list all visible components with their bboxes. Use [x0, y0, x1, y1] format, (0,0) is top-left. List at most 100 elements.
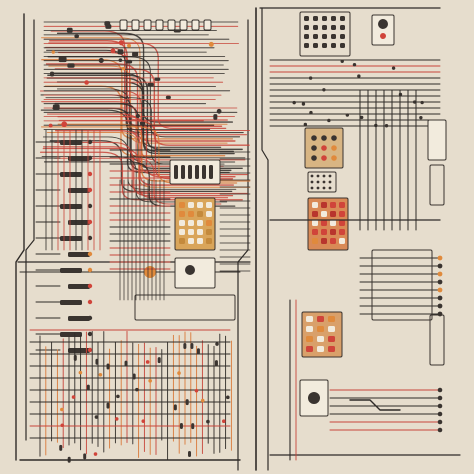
right-dot	[359, 115, 364, 120]
left-component	[68, 316, 90, 321]
br-chip-cell	[328, 336, 335, 342]
right-rail	[429, 164, 445, 206]
bus-dot	[148, 379, 152, 383]
wire-trace	[15, 13, 25, 461]
bus-dot	[200, 398, 205, 403]
left-dot	[87, 267, 93, 273]
top-connector	[155, 19, 164, 31]
right-dot	[357, 74, 361, 78]
right-dot	[301, 102, 306, 106]
center-panel	[109, 149, 251, 321]
chip-cell	[188, 211, 194, 217]
cluster-cell	[321, 211, 327, 217]
cluster-cell	[330, 238, 336, 244]
keypad-key	[322, 34, 327, 39]
mid-led	[331, 145, 337, 151]
chip-cell	[197, 202, 203, 208]
bus-component	[183, 342, 187, 349]
cluster-cell	[321, 202, 327, 208]
left-dot	[87, 219, 93, 225]
harness-wire	[56, 81, 235, 155]
br-frame	[371, 249, 433, 321]
cluster-cell	[330, 220, 336, 226]
component-block	[74, 34, 79, 39]
left-component	[60, 204, 82, 209]
br-terminal	[437, 271, 443, 277]
bus-component	[185, 399, 189, 406]
bus-component	[191, 423, 195, 430]
bus-dot	[141, 419, 146, 423]
harness-wire	[49, 140, 233, 193]
mid-led	[321, 155, 327, 161]
keypad-key	[331, 16, 336, 21]
br-end	[437, 419, 443, 425]
br-chip-cell	[306, 326, 313, 332]
br-loop	[349, 399, 401, 411]
grid-dot	[322, 174, 326, 178]
left-dot	[87, 235, 93, 241]
cluster-cell	[312, 202, 318, 208]
br-chip-cell	[328, 346, 335, 352]
bus-component	[179, 422, 183, 429]
grid-dot	[322, 186, 326, 190]
right-dot	[292, 100, 296, 105]
bus-component	[188, 450, 192, 457]
br-chip-cell	[317, 316, 324, 322]
br-terminal	[437, 287, 443, 293]
br-terminal	[437, 295, 443, 301]
component-dot	[118, 58, 123, 63]
bus-dot	[60, 407, 64, 412]
grid-dot	[316, 186, 320, 190]
br-chip-cell	[306, 336, 313, 342]
component-dot	[51, 50, 55, 54]
grid-dot	[310, 174, 314, 178]
top-connector	[191, 19, 200, 31]
bus-component	[86, 384, 90, 391]
component-block	[147, 82, 154, 87]
chip-cell	[206, 211, 212, 217]
bus-component	[73, 354, 77, 361]
bottom-left-bus	[19, 329, 241, 463]
indicator-led	[144, 266, 156, 278]
cluster-cell	[339, 220, 345, 226]
chip-cell	[206, 238, 212, 244]
left-component	[68, 252, 90, 257]
component-dot	[135, 113, 140, 119]
right-column-modules	[269, 11, 447, 251]
bus-dot	[135, 387, 139, 392]
right-dot	[340, 59, 344, 63]
panel-key	[195, 165, 199, 179]
wire-trace	[261, 7, 269, 471]
component-block	[132, 51, 139, 57]
right-dot	[384, 124, 389, 128]
wire-trace	[25, 19, 35, 441]
right-dot	[308, 76, 313, 80]
keypad-key	[331, 43, 336, 48]
left-dot	[87, 347, 93, 353]
component-block	[50, 71, 55, 77]
grid-dot	[310, 180, 314, 184]
chip-cell	[197, 229, 203, 235]
left-component	[60, 172, 82, 177]
top-connector	[119, 19, 128, 31]
right-dot	[309, 110, 313, 115]
cluster-cell	[321, 229, 327, 235]
component-dot	[110, 48, 116, 54]
cluster-cell	[312, 211, 318, 217]
br-terminal	[437, 303, 443, 309]
bus-dot	[94, 415, 99, 419]
left-component	[68, 188, 90, 193]
br-end	[437, 387, 443, 393]
component-dot	[216, 108, 222, 114]
center-frame	[134, 294, 236, 321]
left-component	[60, 268, 82, 273]
mid-led	[311, 155, 317, 161]
bus-component	[106, 363, 110, 370]
keypad-frame	[299, 11, 351, 57]
bus-dot	[114, 417, 119, 421]
center-knob	[185, 265, 195, 275]
br-chip-cell	[306, 346, 313, 352]
bus-dot	[116, 394, 120, 399]
left-component	[68, 220, 90, 225]
